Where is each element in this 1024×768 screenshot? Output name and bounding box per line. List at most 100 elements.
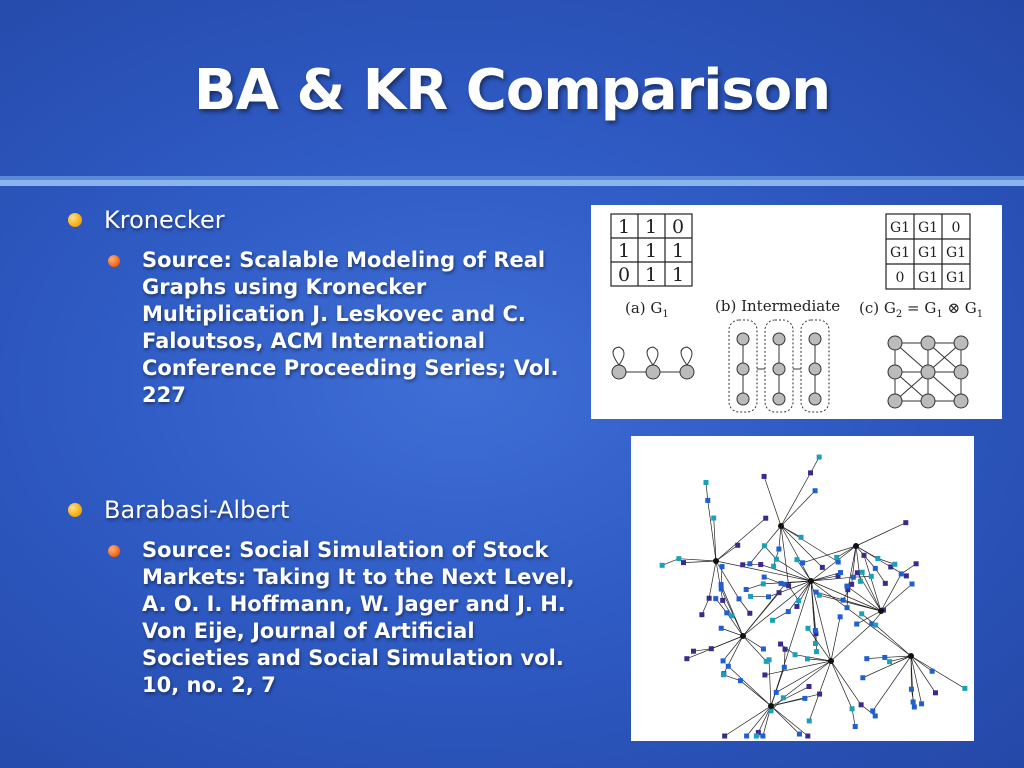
network-node <box>718 625 724 631</box>
network-edge <box>705 482 709 501</box>
network-node <box>760 646 766 652</box>
network-edge <box>742 580 812 637</box>
network-node <box>776 590 782 596</box>
network-edge <box>708 560 717 599</box>
network-node <box>802 695 808 701</box>
network-node <box>857 578 863 584</box>
network-node <box>962 685 968 691</box>
network-node <box>911 704 917 710</box>
network-edge <box>853 576 872 578</box>
block-matrix <box>885 213 971 290</box>
network-edge <box>910 655 933 672</box>
network-edge <box>772 611 789 621</box>
network-edge <box>764 660 832 676</box>
network-edge <box>768 659 772 707</box>
network-edge <box>863 555 882 612</box>
network-node <box>806 684 812 690</box>
network-node <box>778 641 784 647</box>
block-cell: G1 <box>918 245 938 261</box>
network-edge <box>890 566 907 577</box>
network-edge <box>836 545 857 558</box>
network-edge <box>802 545 857 564</box>
network-node <box>761 473 767 479</box>
network-edge <box>724 705 772 737</box>
network-node <box>859 611 865 617</box>
network-node <box>872 713 878 719</box>
network-node <box>782 581 788 587</box>
network-node <box>892 561 898 567</box>
network-node <box>800 560 806 566</box>
network-edge <box>910 655 966 689</box>
network-node <box>852 724 858 730</box>
network-edge <box>776 558 812 582</box>
network-edge <box>746 705 772 737</box>
network-node <box>816 592 822 598</box>
network-edge <box>842 584 852 601</box>
network-edge <box>728 666 772 707</box>
network-edge <box>880 583 913 612</box>
network-edge <box>847 545 857 590</box>
network-edge <box>742 635 764 650</box>
sub-bullet-kronecker-source: Source: Scalable Modeling of Real Graphs… <box>108 247 582 409</box>
title-divider <box>0 176 1024 180</box>
intermediate-graph <box>728 319 830 413</box>
network-hub-node <box>768 703 774 709</box>
bullet-heading: Kronecker <box>104 206 225 234</box>
network-edge <box>780 525 823 568</box>
network-node <box>913 561 919 567</box>
network-edge <box>884 655 912 658</box>
network-node <box>719 564 725 570</box>
network-node <box>711 515 717 521</box>
graph-g2 <box>887 335 969 409</box>
bullet-dot-icon <box>68 503 82 517</box>
network-node <box>854 621 860 627</box>
network-edge <box>830 660 853 709</box>
network-node <box>718 582 724 588</box>
bullet-heading: Barabasi-Albert <box>104 496 290 524</box>
network-edge <box>807 658 832 662</box>
network-node <box>699 612 705 618</box>
network-node <box>796 731 802 737</box>
network-node <box>773 556 779 562</box>
network-node <box>861 552 867 558</box>
network-edge <box>770 705 809 737</box>
title-divider-highlight <box>0 180 1024 186</box>
network-node <box>703 479 709 485</box>
network-node <box>776 546 782 552</box>
network-node <box>869 621 875 627</box>
network-node <box>755 729 761 735</box>
network-node <box>718 586 724 592</box>
network-edge <box>768 580 812 598</box>
network-hub-node <box>908 653 914 659</box>
network-edge <box>810 456 820 474</box>
network-edge <box>715 560 724 601</box>
matrix-cell: 0 <box>618 264 630 286</box>
matrix-cell: 1 <box>672 264 684 286</box>
network-edge <box>910 655 914 702</box>
source-citation: Source: Social Simulation of Stock Marke… <box>142 538 575 697</box>
network-edge <box>795 654 832 662</box>
network-node <box>903 573 909 579</box>
network-edge <box>764 576 782 584</box>
network-node <box>798 534 804 540</box>
network-edge <box>742 592 780 637</box>
network-edge <box>780 525 802 538</box>
block-cell: G1 <box>946 245 966 261</box>
network-node <box>819 564 825 570</box>
network-node <box>864 656 870 662</box>
network-edge <box>810 580 882 612</box>
network-node <box>850 574 856 580</box>
network-node <box>744 733 750 739</box>
network-edge <box>760 564 812 582</box>
network-edge <box>866 657 885 659</box>
network-edge <box>846 585 882 612</box>
network-edge <box>808 660 832 722</box>
network-edge <box>855 545 861 582</box>
network-node <box>919 701 925 707</box>
network-edge <box>810 575 839 582</box>
network-node <box>870 708 876 714</box>
network-node <box>747 561 753 567</box>
network-hub-node <box>878 608 884 614</box>
network-node <box>782 646 788 652</box>
network-node <box>806 718 812 724</box>
